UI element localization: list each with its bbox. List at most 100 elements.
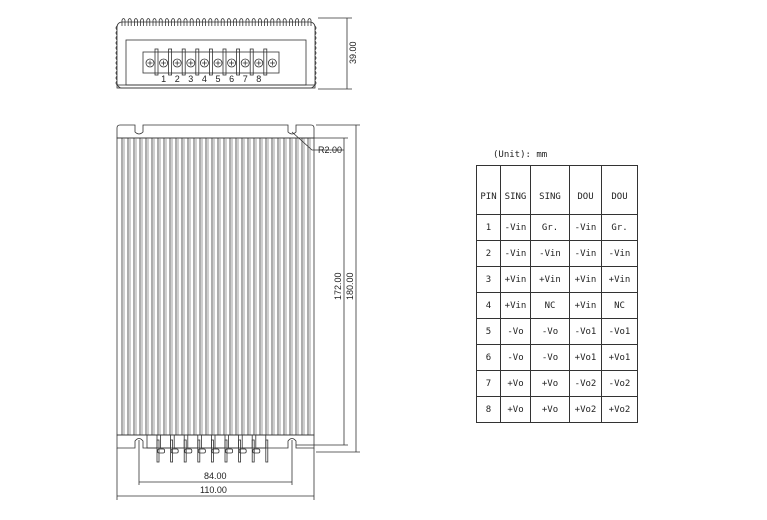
screw-slot — [188, 60, 194, 66]
side-fin — [115, 25, 317, 86]
terminal-body — [200, 434, 212, 449]
terminal-body — [214, 434, 226, 449]
terminal-divider — [195, 48, 200, 76]
screw-head — [184, 448, 193, 454]
table-row: 3+Vin+Vin+Vin+Vin — [476, 266, 638, 293]
table-cell: +Vo — [500, 396, 531, 423]
table-cell: -Vin — [500, 214, 531, 241]
screw-slot — [161, 60, 167, 66]
screw-icon — [199, 58, 209, 68]
top-fins — [115, 18, 317, 86]
table-cell: +Vo2 — [601, 396, 638, 423]
terminal-block — [142, 51, 280, 74]
table-cell: 5 — [476, 318, 501, 345]
dim-label-180: 180.00 — [345, 272, 355, 300]
table-cell: Gr. — [601, 214, 638, 241]
table-cell: -Vo — [500, 318, 531, 345]
top-view-base — [116, 84, 316, 89]
screw-slot — [269, 60, 275, 66]
terminal-label: 5 — [216, 74, 221, 84]
table-cell: -Vin — [601, 240, 638, 267]
screw-head — [211, 448, 220, 454]
terminal-divider — [222, 48, 227, 76]
screw-icon — [227, 58, 237, 68]
fin-area — [116, 137, 315, 436]
terminal-label: 2 — [175, 74, 180, 84]
table-cell: -Vo — [530, 344, 570, 371]
terminal-pin — [170, 439, 174, 463]
terminal-divider — [263, 48, 268, 76]
terminal-body — [241, 434, 253, 449]
screw-icon — [186, 58, 196, 68]
screw-icon — [213, 58, 223, 68]
terminal-pin — [238, 439, 242, 463]
table-cell: +Vin — [569, 266, 602, 293]
table-cell: +Vo1 — [601, 344, 638, 371]
terminal-label: 3 — [188, 74, 193, 84]
screw-slot — [215, 60, 221, 66]
table-cell: 2 — [476, 240, 501, 267]
table-cell: +Vin — [500, 266, 531, 293]
dim-label-172: 172.00 — [333, 272, 343, 300]
terminal-divider — [168, 48, 173, 76]
table-cell: -Vin — [569, 214, 602, 241]
column-header: PIN — [476, 165, 501, 215]
terminal-pin — [251, 439, 255, 463]
screw-slot — [256, 60, 262, 66]
top-fin — [121, 18, 312, 26]
terminal-divider — [154, 48, 159, 76]
screw-icon — [159, 58, 169, 68]
table-cell: +Vin — [530, 266, 570, 293]
table-cell: -Vin — [569, 240, 602, 267]
table-cell: +Vin — [500, 292, 531, 319]
table-cell: +Vo — [530, 396, 570, 423]
screw-head — [170, 448, 179, 454]
table-cell: -Vin — [500, 240, 531, 267]
screw-head — [238, 448, 247, 454]
terminal-body — [255, 434, 267, 449]
screw-head — [252, 448, 261, 454]
table-cell: -Vo1 — [601, 318, 638, 345]
screw-slot — [201, 60, 207, 66]
main-outline — [116, 124, 315, 139]
terminal-body — [160, 434, 172, 449]
dim-label-39: 39.00 — [348, 41, 358, 64]
table-cell: +Vo — [530, 370, 570, 397]
unit-label: (Unit): mm — [493, 150, 548, 160]
screw-slot — [242, 60, 248, 66]
terminal-pin — [265, 439, 269, 463]
main-view: R2.00 172.00 180.00 84.00 110.00 — [116, 124, 360, 500]
table-cell: 1 — [476, 214, 501, 241]
table-cell: +Vin — [601, 266, 638, 293]
screw-slot — [174, 60, 180, 66]
column-header: SING — [530, 165, 570, 215]
table-cell: NC — [601, 292, 638, 319]
table-cell: -Vo2 — [569, 370, 602, 397]
dim-label-84: 84.00 — [204, 471, 227, 481]
screw-icon — [254, 58, 264, 68]
column-header: DOU — [601, 165, 638, 215]
screw-slot — [229, 60, 235, 66]
radius-label: R2.00 — [318, 145, 342, 155]
table-row: 6-Vo-Vo+Vo1+Vo1 — [476, 344, 638, 371]
terminal-body — [187, 434, 199, 449]
main-fins — [121, 138, 311, 435]
screw-head — [157, 448, 166, 454]
table-cell: NC — [530, 292, 570, 319]
table-row: 7+Vo+Vo-Vo2-Vo2 — [476, 370, 638, 397]
terminal-pin — [224, 439, 228, 463]
bottom-flange — [116, 434, 315, 449]
terminal-label: 1 — [161, 74, 166, 84]
table-cell: +Vo — [500, 370, 531, 397]
terminal-label: 6 — [229, 74, 234, 84]
table-cell: 3 — [476, 266, 501, 293]
column-header: DOU — [569, 165, 602, 215]
table-cell: 6 — [476, 344, 501, 371]
top-view-inner-panel — [125, 39, 307, 86]
